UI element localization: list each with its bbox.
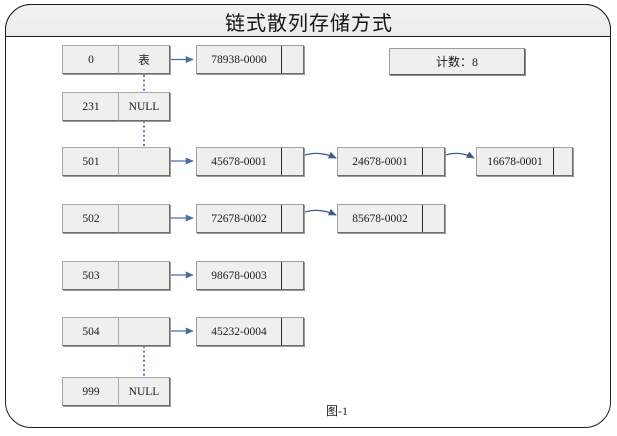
node-pointer-cell <box>282 318 303 345</box>
bucket-key-cell[interactable]: 502 <box>62 204 120 233</box>
node-pointer-cell <box>282 262 303 289</box>
list-node[interactable]: 72678-0002 <box>196 204 304 233</box>
node-value: 98678-0003 <box>197 262 282 289</box>
node-pointer-cell <box>282 205 303 232</box>
node-pointer-cell <box>423 205 444 232</box>
node-value: 85678-0002 <box>338 205 423 232</box>
bucket-head-cell[interactable] <box>118 204 170 233</box>
figure-caption: 图-1 <box>326 404 348 418</box>
bucket-head-cell[interactable] <box>118 317 170 346</box>
list-node[interactable]: 85678-0002 <box>337 204 445 233</box>
bucket-key-cell[interactable]: 501 <box>62 147 120 176</box>
page-title: 链式散列存储方式 <box>225 13 393 35</box>
node-value: 72678-0002 <box>197 205 282 232</box>
node-value: 45678-0001 <box>197 148 282 175</box>
bucket-key-cell[interactable]: 503 <box>62 261 120 290</box>
list-node[interactable]: 24678-0001 <box>337 147 445 176</box>
bucket-key-cell[interactable]: 0 <box>62 45 120 74</box>
list-node[interactable]: 45678-0001 <box>196 147 304 176</box>
bucket-key-cell[interactable]: 504 <box>62 317 120 346</box>
node-value: 78938-0000 <box>197 46 282 73</box>
node-pointer-cell <box>554 148 572 175</box>
node-pointer-cell <box>282 46 303 73</box>
node-value: 24678-0001 <box>338 148 423 175</box>
counter-box: 计数：8 <box>389 48 525 75</box>
bucket-head-cell-null[interactable]: NULL <box>118 377 170 406</box>
node-value: 45232-0004 <box>197 318 282 345</box>
node-value: 16678-0001 <box>477 148 554 175</box>
bucket-head-cell[interactable] <box>118 261 170 290</box>
list-node[interactable]: 78938-0000 <box>196 45 304 74</box>
title-bar: 链式散列存储方式 <box>5 4 611 37</box>
list-node[interactable]: 16678-0001 <box>476 147 573 176</box>
bucket-head-cell[interactable]: 表 <box>118 45 170 74</box>
bucket-key-cell[interactable]: 999 <box>62 377 120 406</box>
bucket-head-cell[interactable] <box>118 147 170 176</box>
bucket-key-cell[interactable]: 231 <box>62 92 120 121</box>
node-pointer-cell <box>423 148 444 175</box>
node-pointer-cell <box>282 148 303 175</box>
list-node[interactable]: 45232-0004 <box>196 317 304 346</box>
bucket-head-cell-null[interactable]: NULL <box>118 92 170 121</box>
list-node[interactable]: 98678-0003 <box>196 261 304 290</box>
